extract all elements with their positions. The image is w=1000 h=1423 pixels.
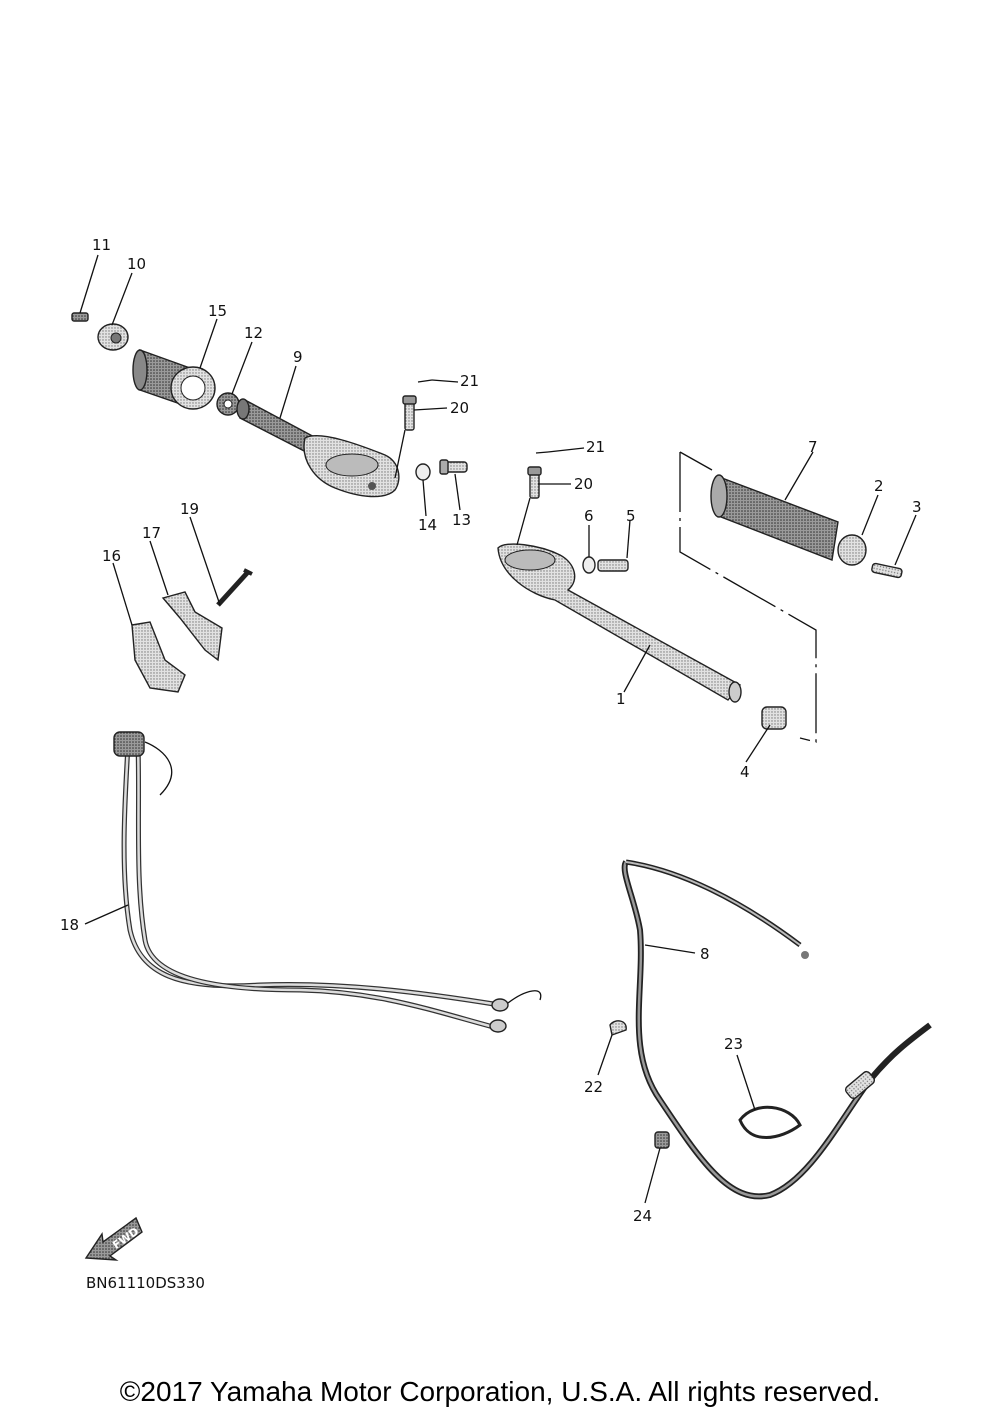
callout-18: 18 (60, 916, 79, 934)
part-22-clamp (609, 1020, 627, 1036)
assembly-outline-top (679, 451, 713, 471)
part-9-handlebar-left (236, 398, 400, 498)
callout-7: 7 (808, 438, 818, 456)
callout-22: 22 (584, 1078, 603, 1096)
callout-13: 13 (452, 511, 471, 529)
part-17-bracket (161, 591, 223, 662)
part-10-bar-end (97, 323, 129, 351)
callout-17: 17 (142, 524, 161, 542)
fwd-arrow-icon: FWD (84, 1216, 143, 1261)
part-1-handlebar-right (497, 543, 742, 703)
part-7-grip (710, 474, 839, 561)
callout-15: 15 (208, 302, 227, 320)
part-18-throttle-cable (113, 731, 542, 1033)
callout-20-right: 20 (574, 475, 593, 493)
part-5-bolt (597, 559, 629, 572)
part-19-bolt (216, 568, 253, 607)
callout-labels: 11 10 15 12 9 21 20 14 13 21 20 6 5 7 2 … (60, 236, 922, 1225)
part-15-grip (132, 349, 216, 410)
callout-9: 9 (293, 348, 303, 366)
callout-23: 23 (724, 1035, 743, 1053)
callout-16: 16 (102, 547, 121, 565)
callout-20-left: 20 (450, 399, 469, 417)
part-14-washer (415, 463, 431, 481)
callout-8: 8 (700, 945, 710, 963)
part-24-clamp (654, 1131, 670, 1149)
part-16-bracket (131, 621, 186, 693)
callout-14: 14 (418, 516, 437, 534)
callout-21-right: 21 (586, 438, 605, 456)
part-12-collar (216, 392, 240, 416)
leader-lines (79, 254, 917, 1204)
callout-10: 10 (127, 255, 146, 273)
callout-21-left: 21 (460, 372, 479, 390)
part-20-bolt-right (527, 466, 542, 499)
callout-11: 11 (92, 236, 111, 254)
part-21-clip-right (535, 451, 549, 454)
part-8-clutch-cable (621, 859, 932, 1200)
part-3-screw (871, 562, 903, 579)
part-21-clip-left (417, 379, 433, 383)
callout-1: 1 (616, 690, 626, 708)
part-6-washer (582, 556, 596, 574)
callout-24: 24 (633, 1207, 652, 1225)
callout-4: 4 (740, 763, 750, 781)
part-20-bolt-left (402, 395, 417, 431)
part-23-band (738, 1105, 802, 1139)
callout-2: 2 (874, 477, 884, 495)
part-11-screw (71, 312, 89, 322)
assembly-outline (679, 452, 817, 743)
drawing-code: BN61110DS330 (86, 1274, 205, 1292)
part-2-bar-end (837, 534, 867, 566)
callout-3: 3 (912, 498, 922, 516)
part-13-bolt (439, 459, 468, 475)
copyright-notice: ©2017 Yamaha Motor Corporation, U.S.A. A… (119, 1376, 881, 1407)
callout-19: 19 (180, 500, 199, 518)
part-4-collar (761, 706, 787, 730)
callout-6: 6 (584, 507, 594, 525)
callout-12: 12 (244, 324, 263, 342)
callout-5: 5 (626, 507, 636, 525)
